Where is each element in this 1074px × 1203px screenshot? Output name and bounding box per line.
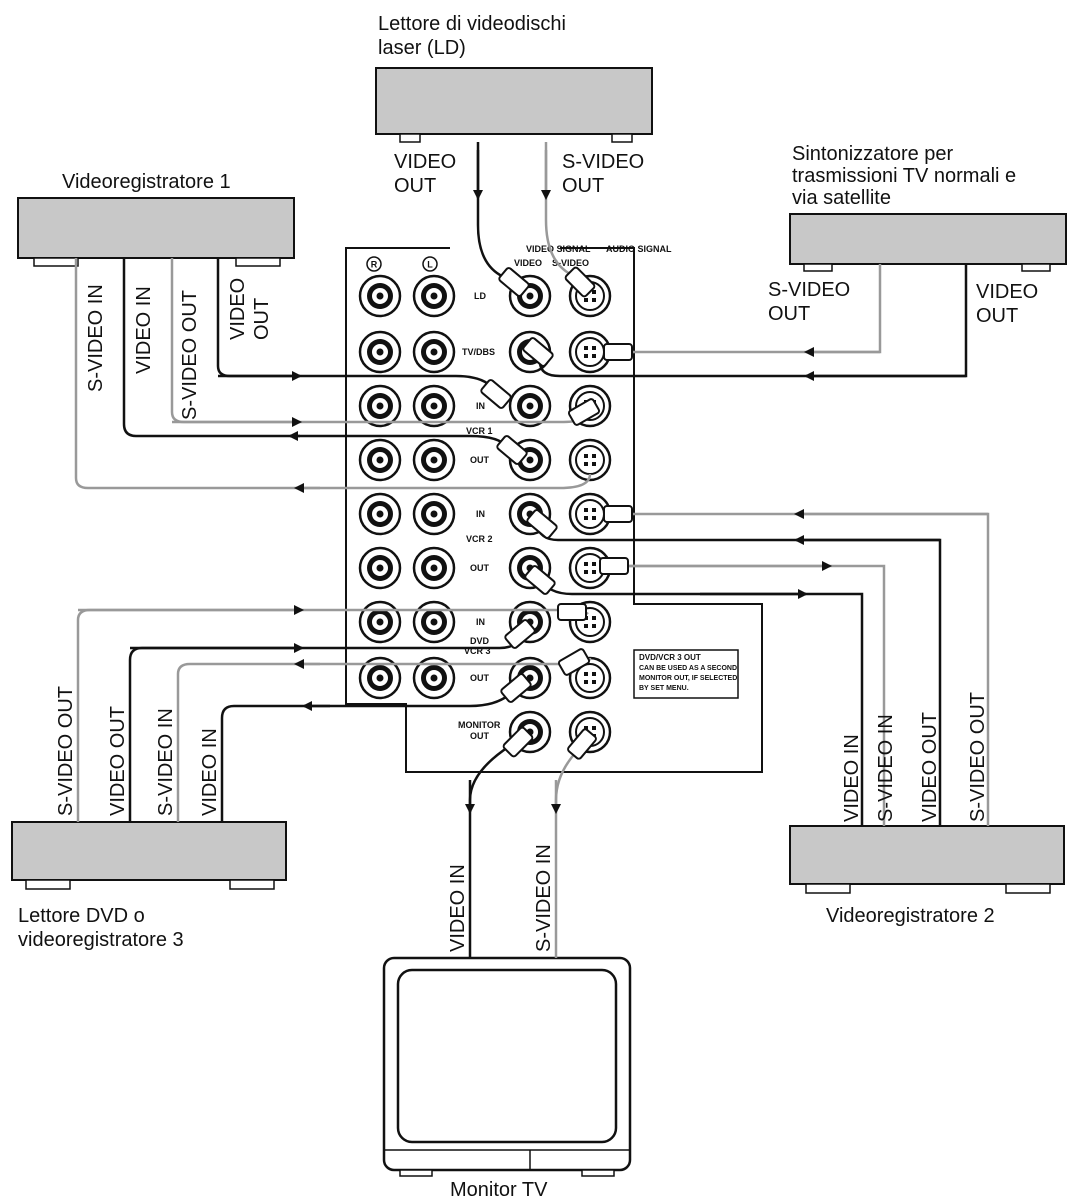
cable-vcr2-svideo-in (599, 557, 886, 826)
label-dvd-video-in: VIDEO IN (199, 728, 221, 816)
label-ld-video-out-line1: VIDEO (394, 151, 456, 173)
channel-l-badge: L (422, 256, 438, 272)
group-label-vcr2: VCR 2 (466, 534, 493, 544)
note-line1: DVD/VCR 3 OUT (639, 653, 701, 662)
jack-row-vcr2-in (358, 492, 612, 536)
row-label-ld: LD (474, 291, 486, 301)
svg-text:R: R (371, 260, 378, 270)
col-svideo: S-VIDEO (552, 258, 589, 268)
vcr2-device (789, 825, 1065, 894)
label-vcr2-svideo-in: S-VIDEO IN (875, 714, 897, 822)
cable-dvd-video-out (128, 617, 537, 822)
label-vcr2-video-in: VIDEO IN (841, 734, 863, 822)
monitor-tv-label: Monitor TV (450, 1179, 548, 1201)
tuner-label-line3: via satellite (792, 187, 891, 209)
cable-ld-svideo (541, 142, 597, 299)
label-vcr2-video-out: VIDEO OUT (919, 712, 941, 822)
label-monitor-video-in: VIDEO IN (447, 864, 469, 952)
laserdisc-label-line1: Lettore di videodischi (378, 13, 566, 35)
cable-vcr2-video-in (523, 563, 864, 826)
row-label-vcr2-in: IN (476, 509, 485, 519)
note-line2: CAN BE USED AS A SECOND (639, 665, 737, 672)
label-dvd-svideo-in: S-VIDEO IN (155, 708, 177, 816)
row-label-dvd-out: OUT (470, 673, 490, 683)
monitor-tv (382, 956, 632, 1177)
cable-vcr2-svideo-out (603, 505, 990, 826)
header-audio-signal: AUDIO SIGNAL (606, 244, 672, 254)
tuner-label-line2: trasmissioni TV normali e (792, 165, 1016, 187)
label-tuner-svideo-out-line2: OUT (768, 303, 810, 325)
vcr2-label: Videoregistratore 2 (826, 905, 995, 927)
label-vcr1-video-out-line1: VIDEO (227, 278, 249, 340)
label-monitor-svideo-in: S-VIDEO IN (533, 844, 555, 952)
row-label-dvd-in: IN (476, 617, 485, 627)
label-vcr1-video-out-line2: OUT (251, 298, 273, 340)
label-vcr1-svideo-in: S-VIDEO IN (85, 284, 107, 392)
cable-tuner-video (521, 264, 968, 381)
row-label-vcr1-out: OUT (470, 455, 490, 465)
channel-r-badge: R (366, 256, 382, 272)
label-vcr1-video-in: VIDEO IN (133, 286, 155, 374)
row-label-vcr2-out: OUT (470, 563, 490, 573)
laserdisc-label-line2: laser (LD) (378, 37, 466, 59)
label-tuner-video-out-line2: OUT (976, 305, 1018, 327)
note-line4: BY SET MENU. (639, 685, 689, 692)
cable-ld-video (473, 142, 531, 299)
header-video-signal: VIDEO SIGNAL (526, 244, 591, 254)
label-ld-video-out-line2: OUT (394, 175, 436, 197)
group-label-vcr1: VCR 1 (466, 426, 493, 436)
dvd-vcr3-device (11, 821, 287, 890)
cable-vcr1-video-out (216, 258, 513, 411)
label-dvd-video-out: VIDEO OUT (107, 706, 129, 816)
cable-vcr2-video-out (525, 507, 942, 826)
vcr1-device (17, 197, 295, 267)
cable-dvd-svideo-out (76, 603, 589, 822)
svg-text:L: L (427, 260, 433, 270)
vcr1-label: Videoregistratore 1 (62, 171, 231, 193)
label-vcr2-svideo-out: S-VIDEO OUT (967, 692, 989, 822)
label-ld-svideo-out-line2: OUT (562, 175, 604, 197)
note-line3: MONITOR OUT, IF SELECTED (639, 675, 737, 682)
dvd-vcr3-label-line2: videoregistratore 3 (18, 929, 184, 951)
cable-dvd-video-in (220, 671, 533, 822)
cable-dvd-svideo-in (176, 647, 592, 822)
tuner-device (789, 213, 1067, 272)
receiver-rear-panel (345, 247, 763, 773)
cable-vcr1-svideo-out (170, 258, 602, 427)
cable-vcr1-svideo-in (74, 258, 592, 493)
label-ld-svideo-out-line1: S-VIDEO (562, 151, 644, 173)
label-tuner-svideo-out-line1: S-VIDEO (768, 279, 850, 301)
row-label-monitor-out: OUT (470, 731, 490, 741)
cable-monitor-svideo (551, 727, 599, 958)
tuner-label-line1: Sintonizzatore per (792, 143, 954, 165)
cable-monitor-video (465, 725, 535, 958)
row-label-monitor: MONITOR (458, 720, 501, 730)
label-tuner-video-out-line1: VIDEO (976, 281, 1038, 303)
label-dvd-svideo-out: S-VIDEO OUT (55, 686, 77, 816)
cable-tuner-svideo (603, 264, 882, 361)
group-label-dvd: DVD (470, 636, 490, 646)
group-label-vcr3: VCR 3 (464, 646, 491, 656)
cable-vcr1-video-in (122, 258, 529, 467)
col-video: VIDEO (514, 258, 542, 268)
row-label-vcr1-in: IN (476, 401, 485, 411)
laserdisc-player (375, 67, 653, 143)
row-label-tvdbs: TV/DBS (462, 347, 495, 357)
label-vcr1-svideo-out: S-VIDEO OUT (179, 290, 201, 420)
dvd-vcr3-label-line1: Lettore DVD o (18, 905, 145, 927)
